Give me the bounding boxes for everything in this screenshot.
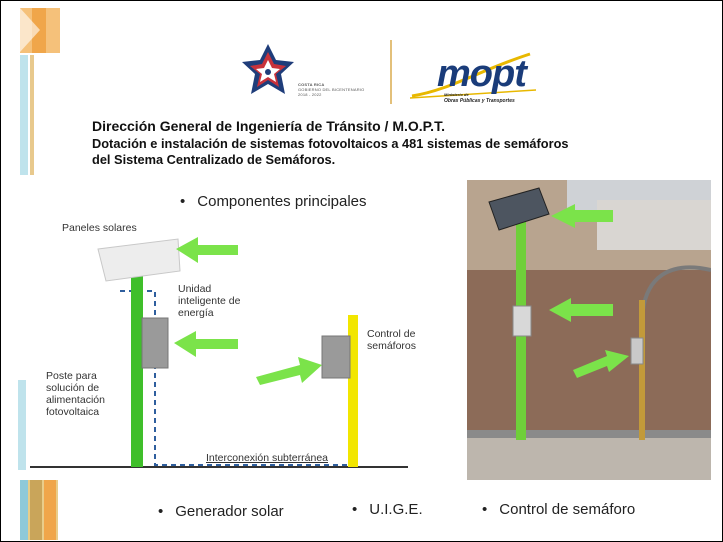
bullet-components: • Componentes principales (180, 193, 367, 210)
bullet-uige-label: U.I.G.E. (369, 501, 423, 518)
mopt-subtitle-line: Obras Públicas y Transportes (444, 98, 515, 104)
label-signal-controller: Control de semáforos (367, 328, 416, 352)
label-line: Control de (367, 328, 416, 340)
label-pole: Poste para solución de alimentación foto… (46, 370, 105, 418)
label-line: inteligente de (178, 295, 241, 307)
mopt-subtitle: Ministerio de Obras Públicas y Transport… (444, 92, 515, 104)
decorative-stripes (18, 8, 60, 540)
bullet-signal-control: • Control de semáforo (482, 501, 635, 518)
arrow-icon (551, 204, 613, 228)
arrow-icon (174, 331, 238, 357)
mopt-subtitle-line: Ministerio de (444, 92, 469, 97)
bullet-dot: • (158, 503, 164, 520)
page-title: Dirección General de Ingeniería de Tráns… (92, 118, 445, 134)
cr-text-line: GOBIERNO DEL BICENTENARIO (298, 87, 365, 92)
logo-divider (390, 40, 392, 104)
label-line: energía (178, 307, 214, 319)
label-line: fotovoltaica (46, 406, 100, 418)
bullet-uige: • U.I.G.E. (352, 501, 423, 518)
label-line: Poste para (46, 370, 97, 382)
label-line: Unidad (178, 283, 212, 295)
arrow-icon (573, 350, 629, 378)
cr-text-line: COSTA RICA (298, 82, 325, 87)
bullet-dot: • (482, 501, 488, 518)
mopt-wordmark: mopt (437, 53, 527, 95)
arrow-icon (256, 357, 322, 385)
page-subtitle: Dotación e instalación de sistemas fotov… (92, 136, 569, 151)
bullet-solar-generator-label: Generador solar (175, 503, 284, 520)
costa-rica-star-logo (242, 44, 294, 94)
mopt-logo (410, 52, 537, 99)
costa-rica-logo-text: COSTA RICA GOBIERNO DEL BICENTENARIO 201… (298, 82, 364, 97)
label-smart-unit: Unidad inteligente de energía (178, 283, 240, 319)
bullet-components-label: Componentes principales (197, 193, 367, 210)
label-underground: Interconexión subterránea (206, 452, 328, 464)
label-solar-panels: Paneles solares (62, 222, 137, 234)
label-line: alimentación (46, 394, 105, 406)
bullet-dot: • (180, 193, 186, 210)
label-line: solución de (46, 382, 100, 394)
bullet-dot: • (352, 501, 358, 518)
system-diagram (30, 237, 408, 468)
bullet-solar-generator: • Generador solar (158, 503, 284, 520)
cr-text-line: 2018 - 2022 (298, 92, 322, 97)
arrow-icon (176, 237, 238, 263)
installation-photo (467, 180, 711, 480)
arrow-icon (549, 298, 613, 322)
bullet-signal-control-label: Control de semáforo (499, 501, 636, 518)
label-line: semáforos (367, 340, 417, 352)
page-subtitle-cont: del Sistema Centralizado de Semáforos. (92, 152, 336, 167)
